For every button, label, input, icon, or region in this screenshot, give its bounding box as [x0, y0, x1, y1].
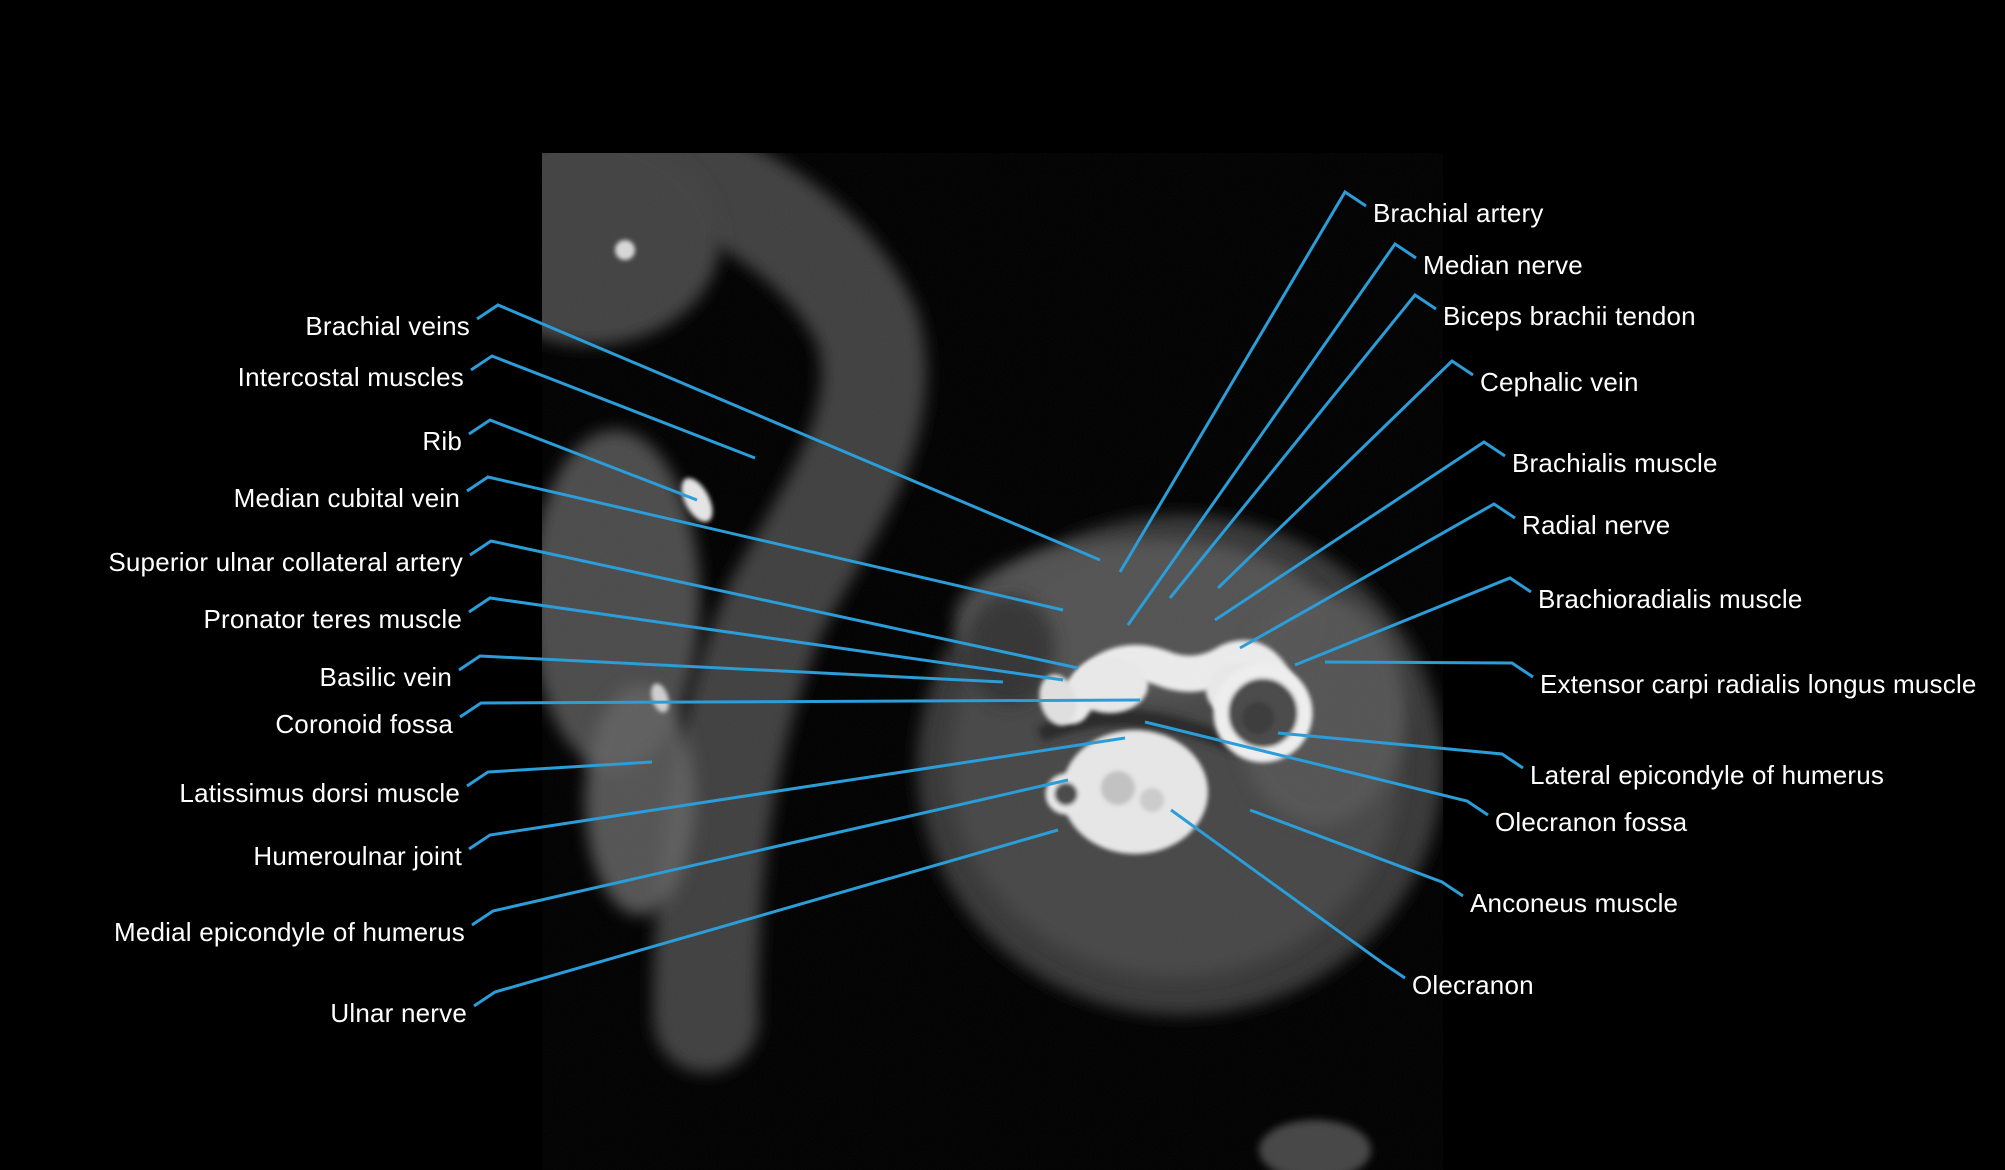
leader-line-biceps-brachii-tendon	[1168, 292, 1437, 599]
leader-line-brachioradialis-muscle	[1294, 576, 1532, 667]
leader-line-brachialis-muscle	[1214, 440, 1506, 622]
leader-line-brachial-artery	[1118, 189, 1367, 573]
leader-line-brachial-veins	[476, 303, 1101, 562]
leader-line-latissimus-dorsi-muscle	[466, 760, 653, 788]
leader-line-olecranon	[1170, 808, 1406, 980]
leader-line-rib	[468, 418, 698, 502]
leader-line-intercostal-muscles	[470, 354, 756, 460]
leader-line-pronator-teres-muscle	[468, 596, 1064, 682]
ct-noise-overlay	[542, 153, 1443, 1170]
leader-line-ulnar-nerve	[473, 828, 1059, 1008]
leader-line-lateral-epicondyle-of-humerus	[1277, 731, 1524, 770]
leader-line-extensor-carpi-radialis-longus-muscle	[1324, 660, 1534, 679]
leader-line-humeroulnar-joint	[468, 736, 1126, 851]
leader-line-radial-nerve	[1239, 502, 1516, 650]
leader-lines-layer	[458, 189, 1534, 1008]
leader-line-median-cubital-vein	[466, 475, 1064, 612]
leader-line-superior-ulnar-collateral-artery	[469, 539, 1079, 670]
leader-line-olecranon-fossa	[1144, 720, 1489, 817]
leader-line-medial-epicondyle-of-humerus	[471, 778, 1069, 927]
leader-line-cephalic-vein	[1216, 359, 1474, 590]
leader-line-anconeus-muscle	[1249, 808, 1464, 898]
leader-line-coronoid-fossa	[459, 698, 1141, 719]
ct-photo-region	[542, 153, 1443, 1170]
leader-line-basilic-vein	[458, 654, 1004, 684]
leader-line-median-nerve	[1126, 241, 1417, 626]
